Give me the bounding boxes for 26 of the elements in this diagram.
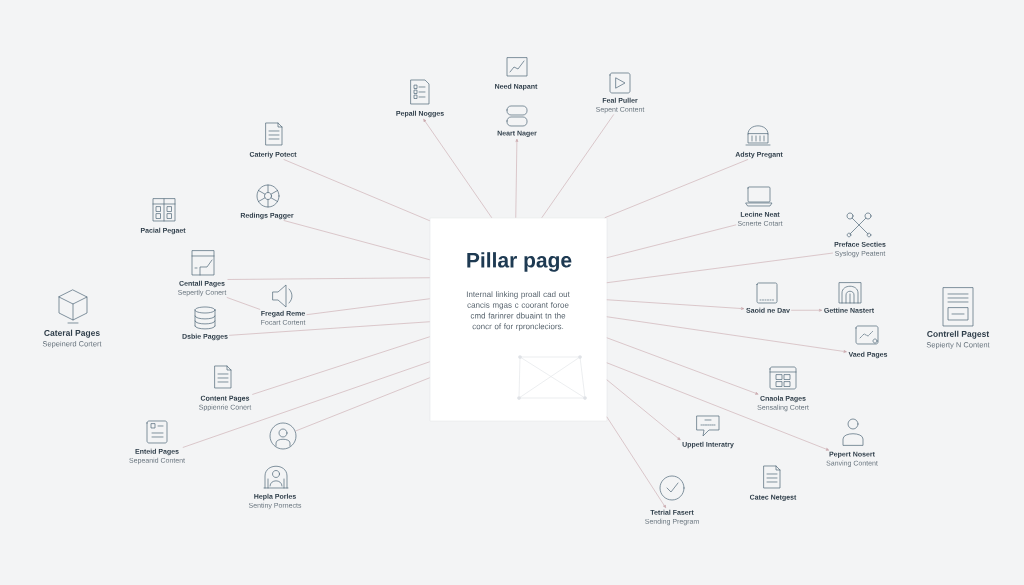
connector-line [228, 321, 431, 336]
arrow [606, 299, 745, 310]
arrow [515, 138, 519, 219]
connector-line [541, 114, 615, 219]
connector-line [306, 298, 431, 315]
connector-line [182, 361, 431, 448]
pillar-box [429, 217, 608, 422]
connector-line [283, 220, 431, 261]
connector-line [226, 297, 261, 310]
heading: Pillar page [467, 252, 572, 272]
connector-line [295, 377, 431, 432]
arrow [423, 118, 493, 219]
arrow [606, 416, 667, 509]
connector-line [251, 336, 431, 395]
arrow [606, 337, 759, 395]
description: Internal linking proall cad out cancis mgas c coorant foroe cmd farinrer dbuaint tn the concr of for rproncleciors. [466, 291, 570, 331]
person-icon [269, 422, 297, 450]
connector-line [606, 252, 834, 284]
connector-line [604, 159, 749, 219]
arrow [606, 316, 847, 353]
connector-line [283, 159, 431, 222]
arrow [790, 308, 823, 312]
connector-line [606, 224, 737, 259]
arrow [606, 379, 681, 441]
arrow [606, 362, 830, 451]
connector-line [227, 277, 431, 280]
